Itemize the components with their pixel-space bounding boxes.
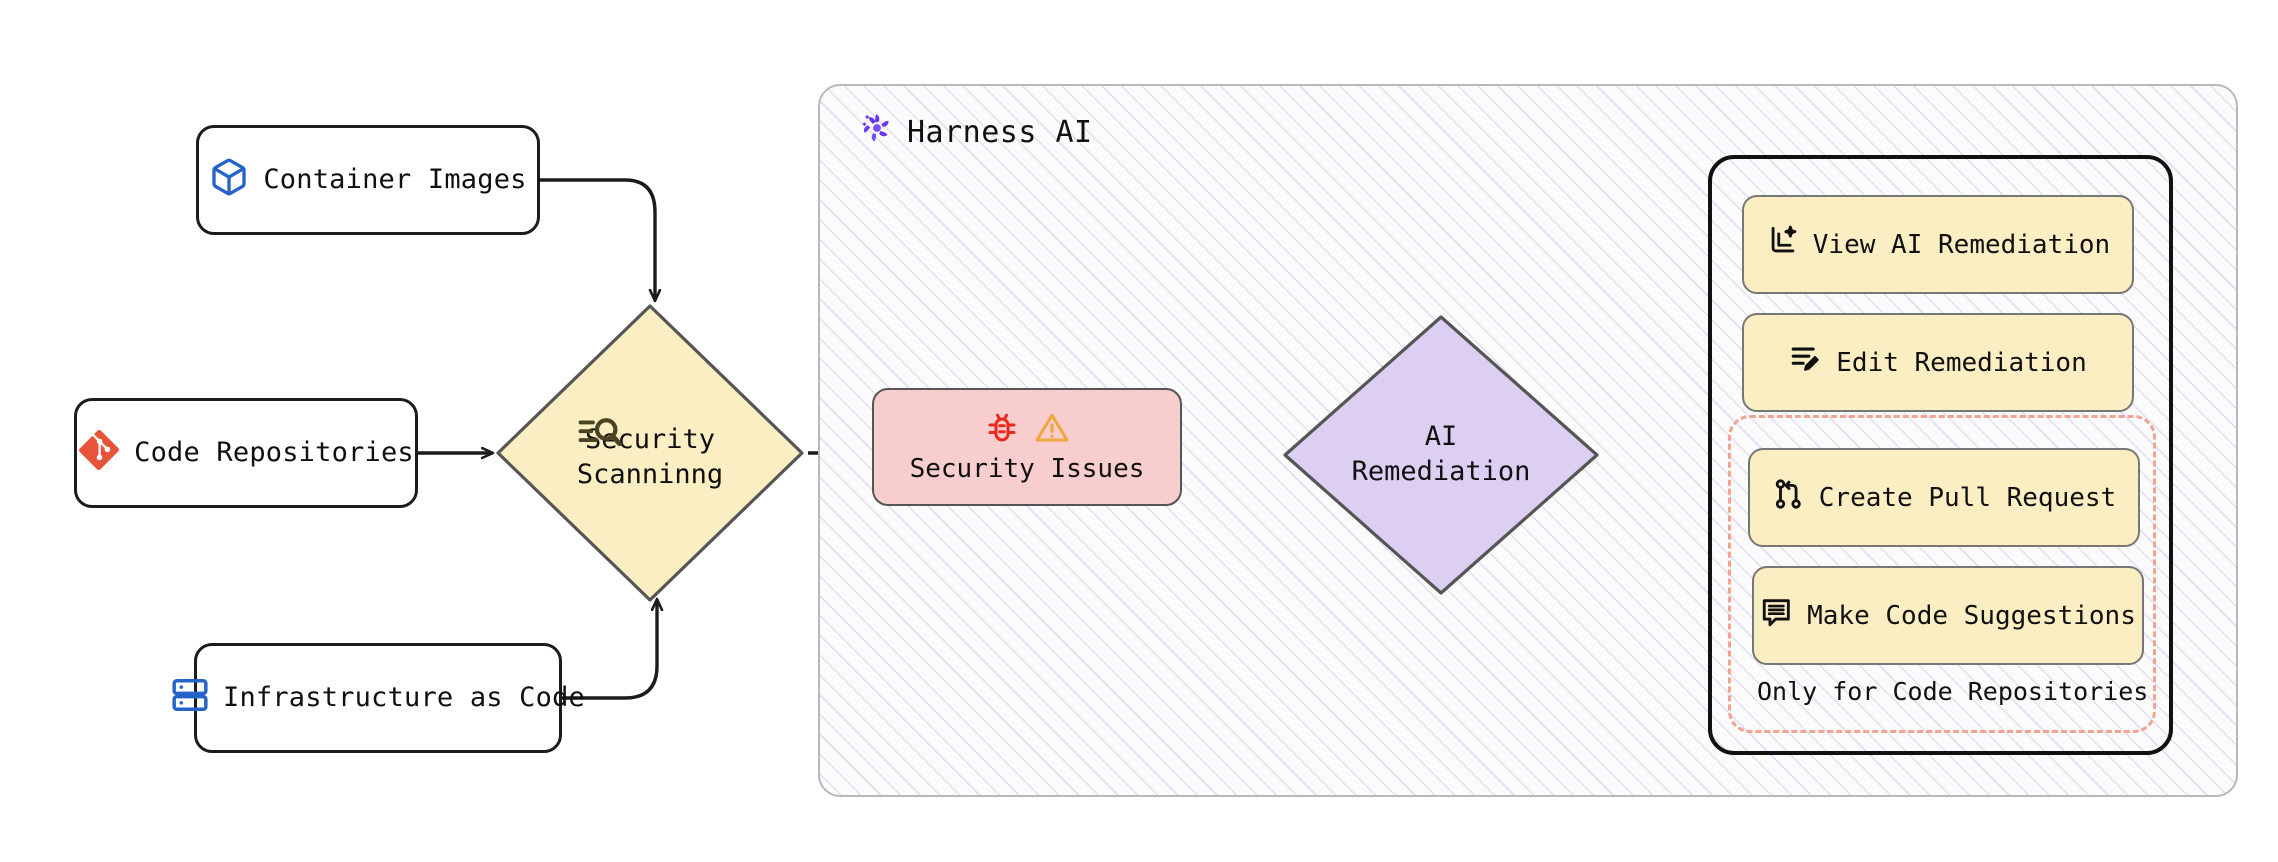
code-repositories-only-note: Only for Code Repositories [1757,677,2149,706]
comment-lines-icon [1760,595,1794,636]
edge-iac-to-scanning [562,600,657,700]
button-view-ai-remediation-label: View AI Remediation [1812,229,2111,260]
harness-flower-logo-icon [860,111,894,153]
warning-triangle-icon [1034,410,1070,450]
list-pencil-icon [1789,342,1823,383]
node-security-scanning[interactable]: Security Scanninng [492,300,808,606]
button-create-pull-request[interactable]: Create Pull Request [1748,448,2140,547]
actions-panel [1708,155,2173,755]
edge-container-to-scanning [538,178,655,300]
button-view-ai-remediation[interactable]: View AI Remediation [1742,195,2134,294]
server-icon [171,676,209,721]
node-infrastructure-as-code[interactable]: Infrastructure as Code [172,643,585,753]
git-pull-request-icon [1772,477,1806,518]
button-create-pull-request-label: Create Pull Request [1818,482,2117,513]
button-edit-remediation[interactable]: Edit Remediation [1742,313,2134,412]
harness-ai-title-group: Harness AI [860,111,1093,153]
node-container-images[interactable]: Container Images [196,125,540,235]
node-code-repositories-label: Code Repositories [134,437,414,469]
node-container-images-label: Container Images [263,164,527,196]
security-issues-icon-row [984,410,1070,450]
harness-ai-title: Harness AI [907,114,1093,150]
node-security-issues[interactable]: Security Issues [872,388,1182,506]
bug-icon [984,410,1020,450]
security-issues-label: Security Issues [909,454,1145,484]
node-code-repositories[interactable]: Code Repositories [74,398,418,508]
cube-icon [209,157,249,204]
security-scanning-shape [496,304,804,602]
ai-remediation-shape [1283,315,1599,595]
button-make-code-suggestions[interactable]: Make Code Suggestions [1752,566,2144,665]
button-edit-remediation-label: Edit Remediation [1836,347,2087,378]
node-infrastructure-as-code-label: Infrastructure as Code [222,682,586,714]
node-ai-remediation[interactable]: AI Remediation [1280,312,1602,598]
button-make-code-suggestions-label: Make Code Suggestions [1807,600,2136,631]
ai-sparkle-frame-icon [1766,224,1800,265]
git-icon [78,429,120,478]
code-repositories-only-group [1728,415,2156,733]
